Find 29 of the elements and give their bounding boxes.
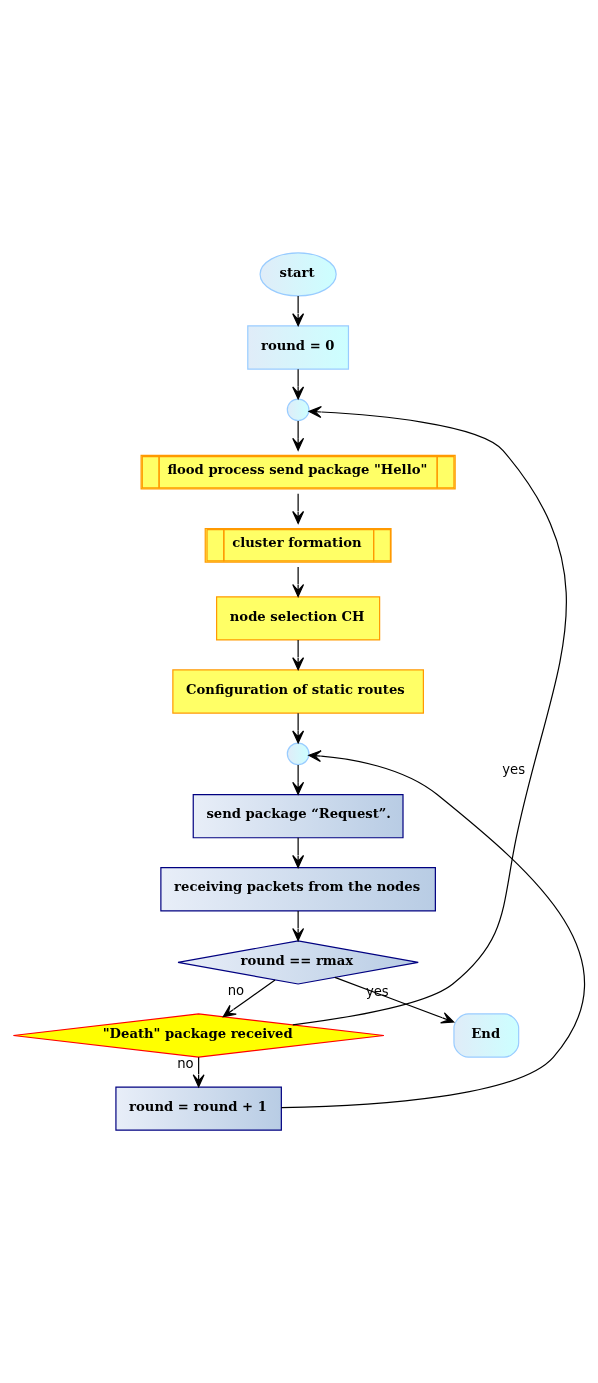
node-box: round = 0 (247, 325, 350, 370)
arrow (292, 406, 567, 1026)
node-box: send package “Request”. (192, 794, 404, 839)
arrow (292, 420, 305, 451)
node-box: round = round + 1 (115, 1086, 282, 1131)
arrow (292, 764, 305, 795)
arrow (222, 979, 276, 1018)
arrow (280, 750, 586, 1109)
node-ellipse: start (259, 252, 337, 297)
arrow (292, 295, 305, 327)
arrow (292, 837, 305, 869)
arrow (292, 566, 305, 598)
node-box: Configuration of static routes (172, 669, 424, 714)
node-box: node selection CH (216, 596, 381, 641)
edge-label: no (177, 1055, 194, 1071)
node-box: receiving packets from the nodes (160, 867, 436, 912)
edge-label: no (227, 982, 245, 998)
arrow (292, 639, 305, 671)
node-circle (286, 398, 310, 422)
arrow (292, 493, 305, 524)
arrow (292, 712, 305, 744)
edge-label: yes (502, 761, 526, 777)
arrow (292, 910, 305, 942)
arrow (292, 368, 305, 400)
node-diamond: round == rmax (177, 940, 419, 985)
node-box: End (453, 1013, 520, 1058)
arrow (334, 976, 455, 1024)
node-diamond: "Death" package received (12, 1013, 385, 1058)
node-circle (286, 742, 310, 766)
